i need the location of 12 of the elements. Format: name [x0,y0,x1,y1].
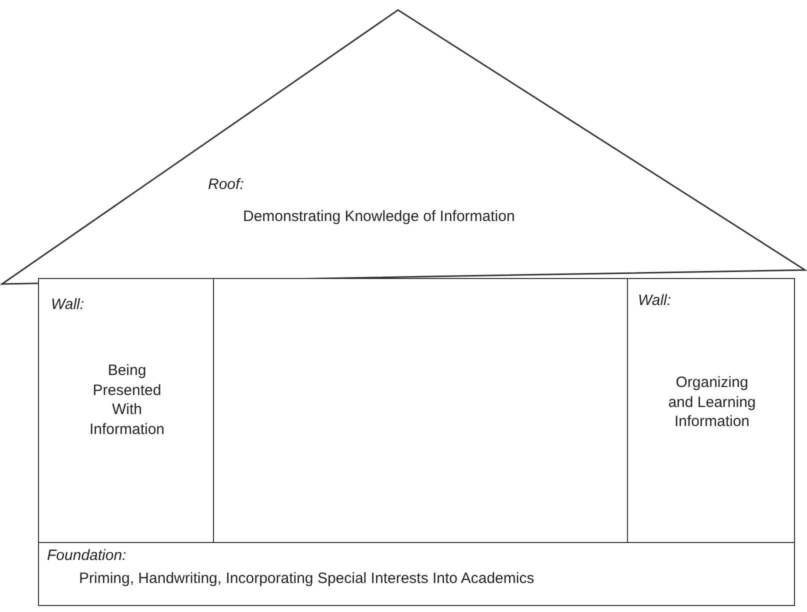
wall-box [38,278,214,543]
wall-text: Being Presented With Information [88,361,166,439]
foundation-text: Priming, Handwriting, Incorporating Special Interests Into Academics [79,569,534,588]
wall-box [627,278,795,543]
wall-heading: Wall: [51,295,84,314]
roof-text: Demonstrating Knowledge of Information [243,207,515,226]
foundation-box [38,542,795,606]
roof-heading: Roof: [208,175,244,194]
wall-text: Organizing and Learning Information [667,373,757,432]
foundation-heading: Foundation: [47,546,126,566]
roof-triangle [0,8,807,286]
wall-heading: Wall: [638,291,672,310]
